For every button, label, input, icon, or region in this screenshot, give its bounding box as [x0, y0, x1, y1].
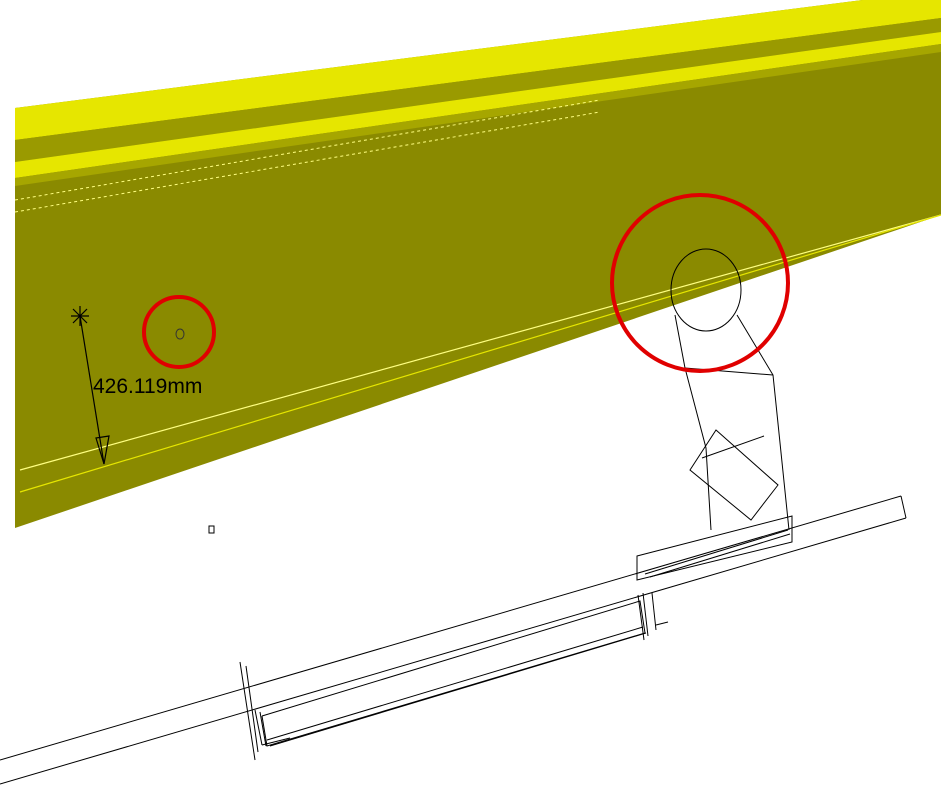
dimension-arrowhead: [95, 435, 110, 465]
rail-clip-right: [637, 592, 669, 641]
beam-edge-lower: [19, 214, 941, 493]
beam-hidden-line-2: [14, 111, 601, 213]
bracket-arm-left: [674, 314, 712, 531]
dimension-line: [79, 315, 105, 465]
rail-assembly[interactable]: [0, 495, 907, 785]
bracket-assembly[interactable]: [636, 248, 793, 581]
dimension-value: 426.119mm: [93, 375, 202, 398]
bracket-hole-highlight-circle-marker: [610, 193, 790, 373]
beam-flange-band: [15, 18, 941, 162]
beam-flange-shadow: [15, 44, 941, 186]
rail-edge-1: [0, 495, 902, 761]
bracket-base-plate: [636, 515, 793, 581]
beam-flange-strip: [15, 32, 941, 178]
beam-flange-top: [15, 0, 941, 140]
beam-hidden-line-1: [14, 99, 601, 201]
beam-edge-upper: [19, 214, 941, 471]
dimension-annotation[interactable]: 426.119mm: [71, 306, 202, 465]
rail-clip-left: [239, 661, 291, 761]
small-hole-highlight-circle-marker: [142, 295, 216, 369]
bracket-hole: [670, 248, 742, 332]
rail-edge-2: [0, 517, 907, 785]
bracket-diamond: [689, 429, 779, 521]
point-marker: [208, 525, 215, 534]
small-hole[interactable]: [175, 328, 185, 340]
